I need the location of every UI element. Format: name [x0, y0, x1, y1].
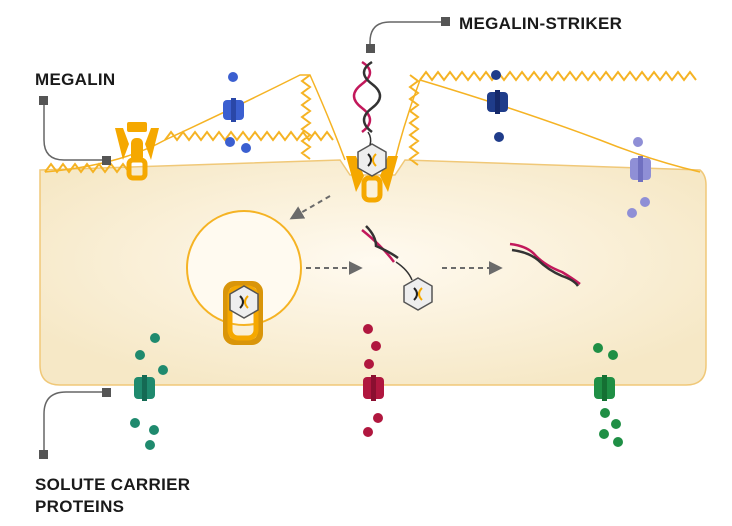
apical-microvilli: [44, 70, 697, 174]
endosome: [186, 210, 302, 345]
transporter-blue: [223, 72, 251, 153]
label-megalin-striker: MEGALIN-STRIKER: [459, 14, 622, 33]
arrow-internalize: [289, 195, 331, 220]
megalin-receptor: [115, 122, 159, 181]
rna-strand-cytoplasm-1: [361, 225, 413, 281]
free-striker-hexagon: [403, 277, 433, 311]
label-solute-carrier-line2: PROTEINS: [35, 497, 124, 516]
leader-lines: [39, 17, 450, 459]
label-solute-carrier-line1: SOLUTE CARRIER: [35, 475, 190, 494]
megalin-striker-receptor: [346, 143, 398, 203]
pathway-arrows: [289, 195, 503, 275]
transporter-teal: [130, 333, 168, 450]
transporter-lavender: [627, 137, 651, 218]
leader-megalin: [43, 100, 106, 161]
rna-strand-released: [509, 242, 581, 287]
transporter-green: [593, 343, 623, 447]
transporter-crimson: [363, 324, 384, 437]
transporter-navy: [487, 70, 508, 142]
leader-megalin-striker: [369, 21, 446, 48]
label-megalin: MEGALIN: [35, 70, 115, 89]
leader-solute-carrier: [43, 391, 106, 455]
cell: [39, 70, 707, 386]
rna-strand-surface: [352, 60, 382, 146]
cell-body: [39, 159, 707, 386]
